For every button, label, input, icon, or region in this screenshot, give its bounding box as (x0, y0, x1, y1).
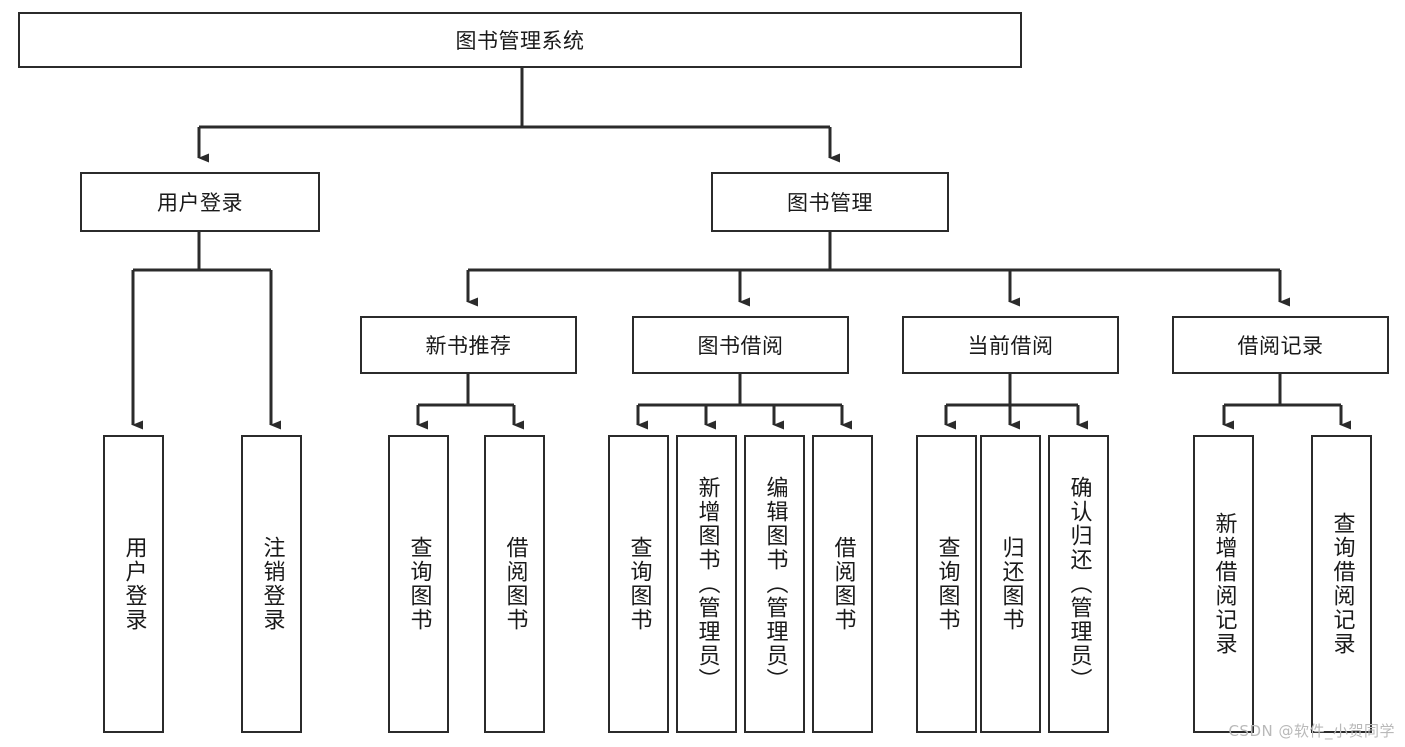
node-label: 图书管理 (787, 191, 873, 215)
node-label: 新增图书（管理员） (694, 476, 720, 692)
node-new-book-recommend[interactable]: 新书推荐 (360, 316, 577, 374)
node-label: 用户登录 (157, 191, 243, 215)
node-label: 确认归还（管理员） (1066, 476, 1092, 692)
leaf-br-query-record[interactable]: 查询借阅记录 (1311, 435, 1372, 733)
node-book-management[interactable]: 图书管理 (711, 172, 949, 232)
node-current-borrow[interactable]: 当前借阅 (902, 316, 1119, 374)
leaf-logout[interactable]: 注销登录 (241, 435, 302, 733)
node-label: 注销登录 (259, 536, 285, 632)
node-label: 查询图书 (934, 536, 960, 632)
node-borrow-record[interactable]: 借阅记录 (1172, 316, 1389, 374)
node-user-login[interactable]: 用户登录 (80, 172, 320, 232)
node-label: 查询借阅记录 (1329, 512, 1355, 656)
node-label: 归还图书 (998, 536, 1024, 632)
node-label: 借阅记录 (1237, 334, 1324, 358)
leaf-user-login[interactable]: 用户登录 (103, 435, 164, 733)
node-label: 当前借阅 (967, 334, 1054, 358)
node-label: 查询图书 (626, 536, 652, 632)
node-label: 新增借阅记录 (1211, 512, 1237, 656)
leaf-bb-edit-book-admin[interactable]: 编辑图书（管理员） (744, 435, 805, 733)
node-label: 查询图书 (406, 536, 432, 632)
leaf-bb-query-book[interactable]: 查询图书 (608, 435, 669, 733)
leaf-bb-borrow-book[interactable]: 借阅图书 (812, 435, 873, 733)
node-label: 借阅图书 (502, 536, 528, 632)
node-label: 用户登录 (121, 536, 147, 632)
leaf-cb-query-book[interactable]: 查询图书 (916, 435, 977, 733)
node-label: 图书借阅 (697, 334, 784, 358)
leaf-nb-query-book[interactable]: 查询图书 (388, 435, 449, 733)
node-label: 借阅图书 (830, 536, 856, 632)
leaf-bb-add-book-admin[interactable]: 新增图书（管理员） (676, 435, 737, 733)
leaf-nb-borrow-book[interactable]: 借阅图书 (484, 435, 545, 733)
node-root-book-management-system[interactable]: 图书管理系统 (18, 12, 1022, 68)
node-label: 编辑图书（管理员） (762, 476, 788, 692)
leaf-cb-return-book[interactable]: 归还图书 (980, 435, 1041, 733)
watermark-text: CSDN @软件_小贺同学 (1228, 722, 1395, 740)
leaf-br-add-record[interactable]: 新增借阅记录 (1193, 435, 1254, 733)
node-book-borrow[interactable]: 图书借阅 (632, 316, 849, 374)
node-label: 图书管理系统 (455, 29, 585, 53)
leaf-cb-confirm-return-admin[interactable]: 确认归还（管理员） (1048, 435, 1109, 733)
node-label: 新书推荐 (425, 334, 512, 358)
